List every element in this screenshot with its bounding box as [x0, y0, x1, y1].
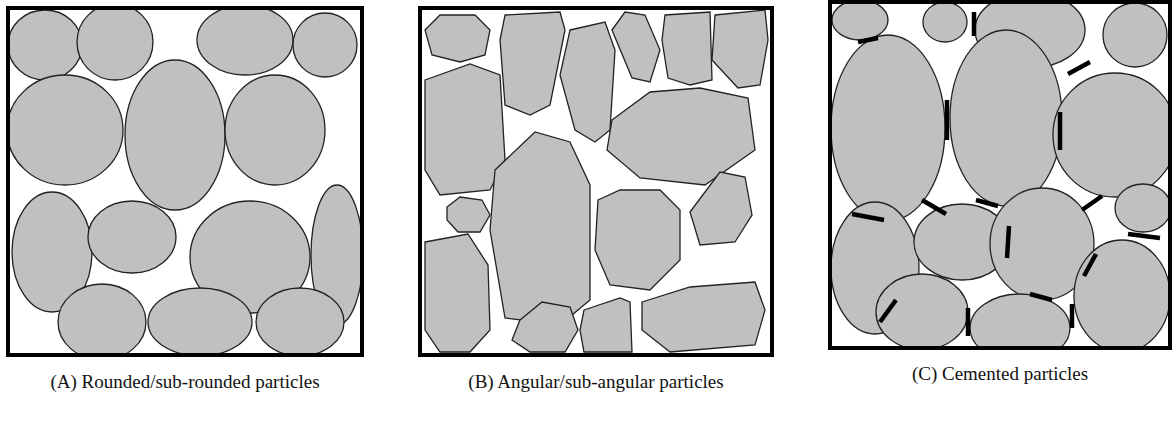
panel-frame	[8, 8, 362, 355]
cemented-particles	[831, 2, 1170, 348]
panel-caption: (B) Angular/sub-angular particles	[441, 370, 751, 393]
angular-particles	[425, 10, 768, 352]
panel-caption: (A) Rounded/sub-rounded particles	[30, 370, 340, 393]
panel-caption: (C) Cemented particles	[845, 362, 1155, 385]
panel-frame	[830, 2, 1170, 348]
rounded-particles	[8, 8, 362, 355]
panel-frame	[420, 8, 772, 355]
